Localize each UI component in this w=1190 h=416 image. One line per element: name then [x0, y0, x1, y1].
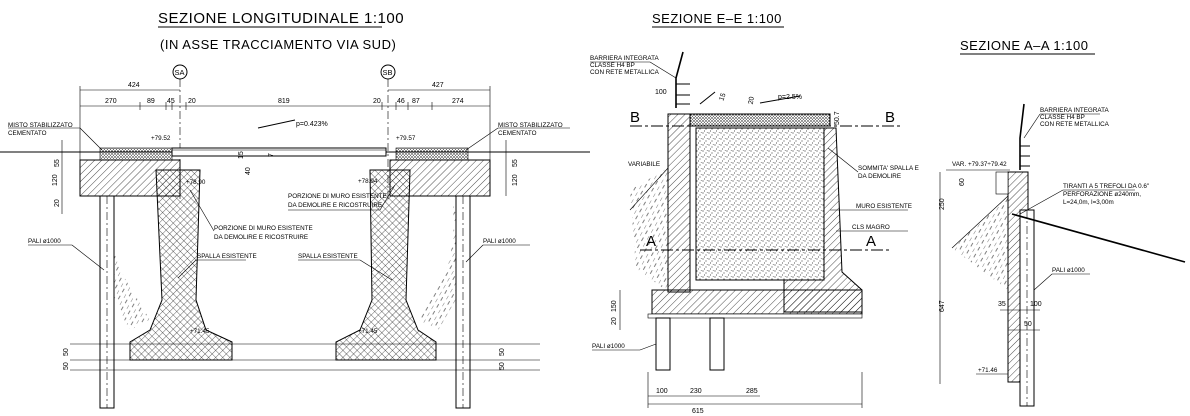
- svg-text:SOMMITA' SPALLA E: SOMMITA' SPALLA E: [858, 165, 919, 172]
- svg-text:20: 20: [611, 317, 618, 325]
- svg-text:50: 50: [63, 348, 70, 356]
- svg-text:A: A: [646, 233, 657, 250]
- svg-text:DA DEMOLIRE E RICOSTRUIRE: DA DEMOLIRE E RICOSTRUIRE: [214, 234, 308, 241]
- svg-text:DA DEMOLIRE: DA DEMOLIRE: [858, 173, 901, 180]
- svg-text:35: 35: [998, 301, 1006, 308]
- svg-text:+71.46: +71.46: [978, 367, 998, 374]
- svg-text:20: 20: [188, 98, 196, 105]
- svg-text:285: 285: [746, 388, 758, 395]
- svg-text:CLS MAGRO: CLS MAGRO: [852, 224, 890, 231]
- svg-text:50: 50: [63, 362, 70, 370]
- svg-text:PORZIONE DI MURO ESISTENTE: PORZIONE DI MURO ESISTENTE: [214, 225, 313, 232]
- svg-text:SPALLA ESISTENTE: SPALLA ESISTENTE: [197, 253, 257, 260]
- svg-text:p=0.423%: p=0.423%: [296, 121, 328, 128]
- svg-text:PALI ø1000: PALI ø1000: [28, 238, 61, 245]
- svg-text:20: 20: [54, 199, 61, 207]
- svg-text:15: 15: [238, 151, 245, 159]
- svg-text:PORZIONE DI MURO ESISTENTE: PORZIONE DI MURO ESISTENTE: [288, 193, 387, 200]
- svg-text:46: 46: [397, 98, 405, 105]
- svg-text:230: 230: [690, 388, 702, 395]
- svg-text:VARIABILE: VARIABILE: [628, 161, 660, 168]
- svg-text:CLASSE H4 BP: CLASSE H4 BP: [1040, 114, 1085, 121]
- svg-text:50: 50: [1024, 321, 1032, 328]
- svg-text:20: 20: [373, 98, 381, 105]
- svg-text:BARRIERA INTEGRATA: BARRIERA INTEGRATA: [590, 55, 659, 62]
- svg-text:CON RETE METALLICA: CON RETE METALLICA: [1040, 121, 1110, 128]
- svg-text:55: 55: [512, 159, 519, 167]
- svg-text:B: B: [885, 109, 896, 126]
- svg-text:B: B: [630, 109, 641, 126]
- svg-text:427: 427: [432, 82, 444, 89]
- svg-text:20: 20: [748, 96, 756, 105]
- svg-text:+71.45: +71.45: [190, 328, 210, 335]
- svg-text:+79.57: +79.57: [396, 135, 416, 142]
- svg-text:647: 647: [939, 300, 946, 312]
- svg-text:DA DEMOLIRE E RICOSTRUIRE: DA DEMOLIRE E RICOSTRUIRE: [288, 202, 382, 209]
- svg-text:SB: SB: [383, 68, 393, 77]
- svg-text:424: 424: [128, 82, 140, 89]
- svg-text:100: 100: [656, 388, 668, 395]
- svg-text:100: 100: [1030, 301, 1042, 308]
- svg-text:VAR. +79.37÷79.42: VAR. +79.37÷79.42: [952, 161, 1007, 168]
- title-longitudinal: SEZIONE LONGITUDINALE 1:100: [158, 10, 404, 28]
- svg-text:50.7: 50.7: [834, 111, 841, 125]
- svg-text:615: 615: [692, 408, 704, 415]
- svg-text:PALI ø1000: PALI ø1000: [1052, 267, 1085, 274]
- svg-text:7: 7: [268, 153, 275, 157]
- svg-text:50: 50: [499, 348, 506, 356]
- svg-text:274: 274: [452, 98, 464, 105]
- svg-text:819: 819: [278, 98, 290, 105]
- svg-text:+79.52: +79.52: [151, 135, 171, 142]
- svg-text:SEZIONE A–A 1:100: SEZIONE A–A 1:100: [960, 38, 1088, 53]
- svg-text:+71.45: +71.45: [358, 328, 378, 335]
- svg-text:PERFORAZIONE ø240mm,: PERFORAZIONE ø240mm,: [1063, 191, 1141, 198]
- svg-text:TIRANTI A 5 TREFOLI DA 0.6": TIRANTI A 5 TREFOLI DA 0.6": [1063, 183, 1149, 190]
- svg-text:15: 15: [718, 92, 727, 102]
- svg-text:MISTO STABILIZZATO: MISTO STABILIZZATO: [8, 122, 73, 129]
- title-section-aa: SEZIONE A–A 1:100: [960, 38, 1095, 55]
- svg-text:55: 55: [54, 159, 61, 167]
- svg-text:120: 120: [52, 174, 59, 186]
- svg-text:MURO ESISTENTE: MURO ESISTENTE: [856, 203, 912, 210]
- svg-text:87: 87: [412, 98, 420, 105]
- svg-text:100: 100: [655, 89, 667, 96]
- svg-text:BARRIERA INTEGRATA: BARRIERA INTEGRATA: [1040, 107, 1109, 114]
- svg-text:A: A: [866, 233, 877, 250]
- svg-text:150: 150: [611, 300, 618, 312]
- svg-text:60: 60: [959, 178, 966, 186]
- svg-text:CEMENTATO: CEMENTATO: [498, 130, 537, 137]
- svg-text:270: 270: [105, 98, 117, 105]
- longitudinal-section: SA SB 424 427 270 89 45 20 819 20 46 87 …: [0, 64, 590, 409]
- title-longitudinal-sub: (IN ASSE TRACCIAMENTO VIA SUD): [160, 37, 396, 52]
- svg-text:PALI ø1000: PALI ø1000: [592, 343, 625, 350]
- svg-text:SEZIONE LONGITUDINALE 1:100: SEZIONE LONGITUDINALE 1:100: [158, 10, 404, 27]
- svg-text:CON RETE METALLICA: CON RETE METALLICA: [590, 69, 660, 76]
- svg-text:89: 89: [147, 98, 155, 105]
- svg-text:40: 40: [245, 167, 252, 175]
- svg-text:50: 50: [499, 362, 506, 370]
- svg-text:120: 120: [512, 174, 519, 186]
- title-section-ee: SEZIONE E–E 1:100: [652, 11, 784, 28]
- svg-text:250: 250: [939, 198, 946, 210]
- svg-text:L=24,0m, l=3,00m: L=24,0m, l=3,00m: [1063, 199, 1114, 206]
- svg-text:MISTO STABILIZZATO: MISTO STABILIZZATO: [498, 122, 563, 129]
- svg-text:SA: SA: [175, 68, 185, 77]
- svg-text:p=2.5%: p=2.5%: [778, 94, 802, 101]
- svg-text:PALI ø1000: PALI ø1000: [483, 238, 516, 245]
- section-ee: BARRIERA INTEGRATA CLASSE H4 BP CON RETE…: [590, 51, 919, 415]
- svg-text:SPALLA ESISTENTE: SPALLA ESISTENTE: [298, 253, 358, 260]
- svg-text:SEZIONE E–E 1:100: SEZIONE E–E 1:100: [652, 11, 782, 26]
- svg-text:CEMENTATO: CEMENTATO: [8, 130, 47, 137]
- svg-text:45: 45: [167, 98, 175, 105]
- svg-text:CLASSE H4 BP: CLASSE H4 BP: [590, 62, 635, 69]
- svg-text:+78.94: +78.94: [358, 178, 378, 185]
- section-aa: BARRIERA INTEGRATA CLASSE H4 BP CON RETE…: [939, 103, 1186, 407]
